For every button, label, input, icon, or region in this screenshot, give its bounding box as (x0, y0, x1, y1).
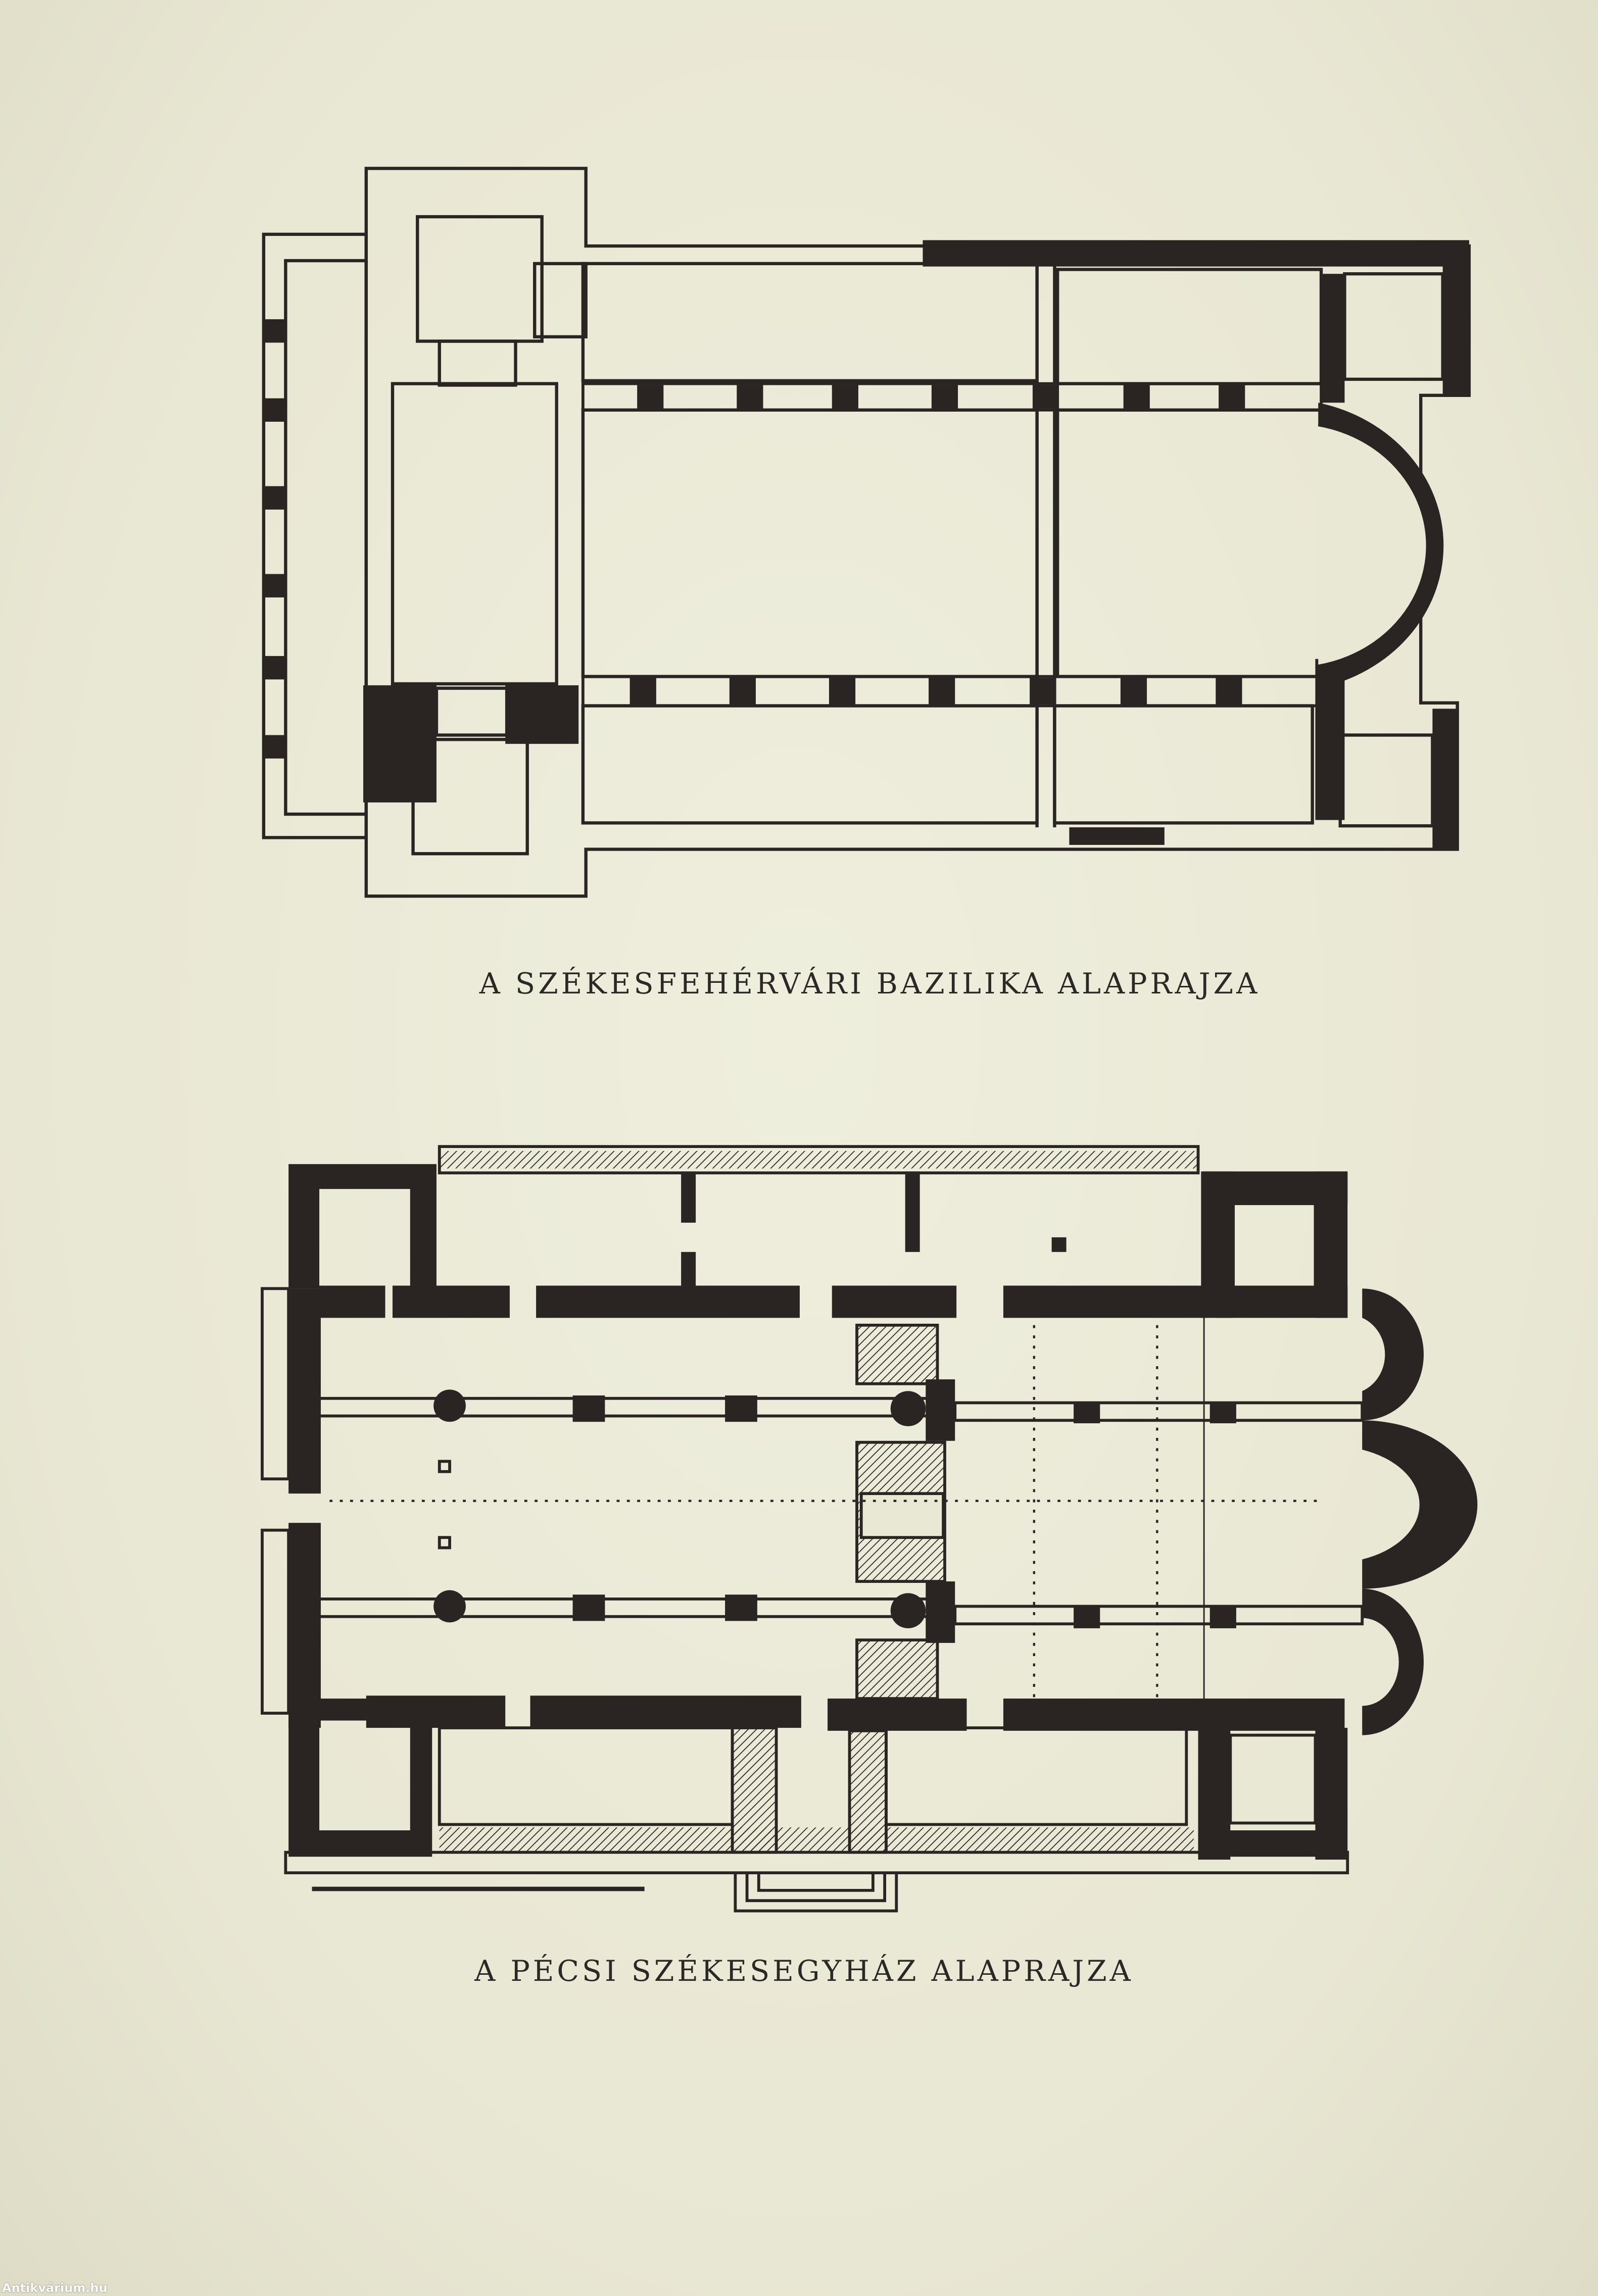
pecs-cathedral-plan (261, 1145, 1478, 1913)
figure-caption-pecs: A PÉCSI SZÉKESEGYHÁZ ALAPRAJZA (474, 1955, 1134, 1988)
figure-caption-szekesfehervar: A SZÉKESFEHÉRVÁRI BAZILIKA ALAPRAJZA (479, 967, 1261, 1001)
szekesfehervar-basilica-plan (262, 167, 1471, 898)
watermark: Antikvárium.hu (2, 2281, 108, 2295)
